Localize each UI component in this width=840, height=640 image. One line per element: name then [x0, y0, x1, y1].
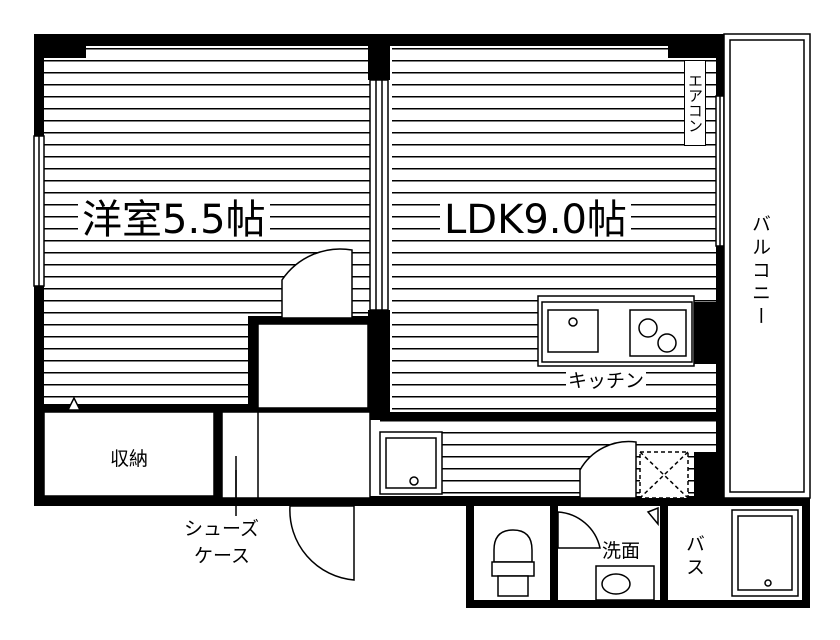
shoe-case-label-line1: シューズ [182, 518, 262, 540]
exterior-walls [34, 34, 810, 608]
wash-basin [595, 506, 659, 601]
shoe-case-label-line2: ケース [192, 545, 253, 567]
interior-walls [44, 34, 716, 604]
hallway [221, 323, 371, 499]
aircon-label: エアコン [684, 60, 706, 146]
balcony-label: バルコニー [749, 214, 771, 329]
kitchen-counter [537, 295, 695, 367]
storage-label: 収納 [108, 448, 151, 470]
bath-label: バス [683, 534, 705, 580]
appliance-spaces [379, 431, 689, 499]
storage-marker-icon [66, 396, 82, 411]
toilet [491, 529, 535, 597]
balcony [723, 33, 811, 499]
kitchen-label: キッチン [566, 370, 647, 392]
western-room-label: 洋室5.5帖 [78, 200, 270, 240]
washroom-label: 洗面 [602, 540, 641, 562]
ldk-label: LDK9.0帖 [440, 200, 631, 240]
bathtub [731, 509, 799, 597]
doors [281, 248, 637, 581]
